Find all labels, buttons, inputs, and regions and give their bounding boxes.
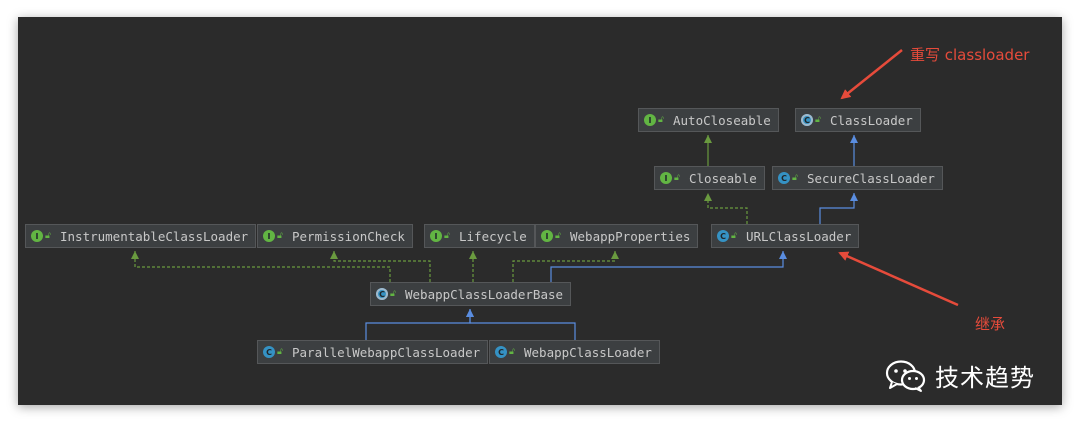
- arrowhead-autocloseable: [704, 135, 712, 143]
- node-classloader[interactable]: C 🔓︎ ClassLoader: [795, 108, 921, 132]
- wechat-icon: [885, 359, 926, 392]
- inherit-arrow: [838, 251, 959, 307]
- node-webappclassloader[interactable]: C 🔓︎ WebappClassLoader: [489, 340, 660, 364]
- node-lifecycle[interactable]: I 🔓︎ Lifecycle: [424, 224, 535, 248]
- node-label: Lifecycle: [459, 228, 527, 244]
- arrowhead-webappproperties: [611, 251, 619, 259]
- node-label: WebappClassLoaderBase: [405, 286, 564, 302]
- class-icon: C: [495, 346, 507, 358]
- node-webappclassloaderbase[interactable]: C 🔓︎ WebappClassLoaderBase: [370, 282, 572, 306]
- node-label: WebappProperties: [570, 228, 691, 244]
- watermark-text: 技术趋势: [935, 364, 1035, 392]
- arrowhead-permissioncheck: [330, 251, 338, 259]
- public-visibility-icon: 🔓︎: [509, 347, 515, 357]
- arrowhead-secureclassloader: [850, 193, 858, 201]
- abstract-class-icon: C: [376, 288, 388, 300]
- arrowhead-instrumentableclassloader: [131, 251, 139, 259]
- public-visibility-icon: 🔓︎: [555, 231, 561, 241]
- node-webappproperties[interactable]: I 🔓︎ WebappProperties: [535, 224, 699, 248]
- interface-icon: I: [31, 230, 43, 242]
- interface-icon: I: [644, 114, 656, 126]
- interface-icon: I: [430, 230, 442, 242]
- abstract-class-icon: C: [801, 114, 813, 126]
- public-visibility-icon: 🔓︎: [731, 231, 737, 241]
- arrowhead-webappclassloaderbase: [466, 309, 474, 317]
- node-label: URLClassLoader: [746, 228, 852, 244]
- node-label: AutoCloseable: [673, 112, 771, 128]
- class-icon: C: [717, 230, 729, 242]
- node-closeable[interactable]: I 🔓︎ Closeable: [654, 166, 765, 190]
- class-icon: C: [263, 346, 275, 358]
- node-label: ClassLoader: [830, 112, 913, 128]
- interface-icon: I: [263, 230, 275, 242]
- node-urlclassloader[interactable]: C 🔓︎ URLClassLoader: [711, 224, 860, 248]
- node-autocloseable[interactable]: I 🔓︎ AutoCloseable: [638, 108, 779, 132]
- arrowhead-closeable: [704, 193, 712, 201]
- node-permissioncheck[interactable]: I 🔓︎ PermissionCheck: [257, 224, 413, 248]
- watermark: 技术趋势: [885, 358, 1035, 393]
- node-label: SecureClassLoader: [807, 170, 935, 186]
- arrowhead-classloader: [850, 135, 858, 143]
- inherit-annotation: 继承: [975, 315, 1006, 333]
- interface-icon: I: [541, 230, 553, 242]
- public-visibility-icon: 🔓︎: [390, 289, 396, 299]
- public-visibility-icon: 🔓︎: [444, 231, 450, 241]
- arrowhead-urlclassloader: [779, 251, 787, 259]
- public-visibility-icon: 🔓︎: [45, 231, 51, 241]
- public-visibility-icon: 🔓︎: [674, 173, 680, 183]
- node-label: WebappClassLoader: [524, 344, 652, 360]
- public-visibility-icon: 🔓︎: [792, 173, 798, 183]
- node-secureclassloader[interactable]: C 🔓︎ SecureClassLoader: [772, 166, 943, 190]
- override-annotation: 重写 classloader: [910, 46, 1030, 64]
- node-label: PermissionCheck: [292, 228, 405, 244]
- public-visibility-icon: 🔓︎: [658, 115, 664, 125]
- arrowhead-lifecycle: [469, 251, 477, 259]
- node-parallelwebappclassloader[interactable]: C 🔓︎ ParallelWebappClassLoader: [257, 340, 489, 364]
- node-label: ParallelWebappClassLoader: [292, 344, 481, 360]
- diagram-canvas: I 🔓︎ AutoCloseable C 🔓︎ ClassLoader I 🔓︎…: [18, 17, 1062, 405]
- node-label: Closeable: [689, 170, 757, 186]
- node-instrumentableclassloader[interactable]: I 🔓︎ InstrumentableClassLoader: [25, 224, 257, 248]
- class-icon: C: [778, 172, 790, 184]
- override-arrow: [840, 49, 903, 100]
- node-label: InstrumentableClassLoader: [60, 228, 249, 244]
- public-visibility-icon: 🔓︎: [277, 231, 283, 241]
- edges-layer: [131, 135, 858, 340]
- interface-icon: I: [660, 172, 672, 184]
- public-visibility-icon: 🔓︎: [815, 115, 821, 125]
- public-visibility-icon: 🔓︎: [277, 347, 283, 357]
